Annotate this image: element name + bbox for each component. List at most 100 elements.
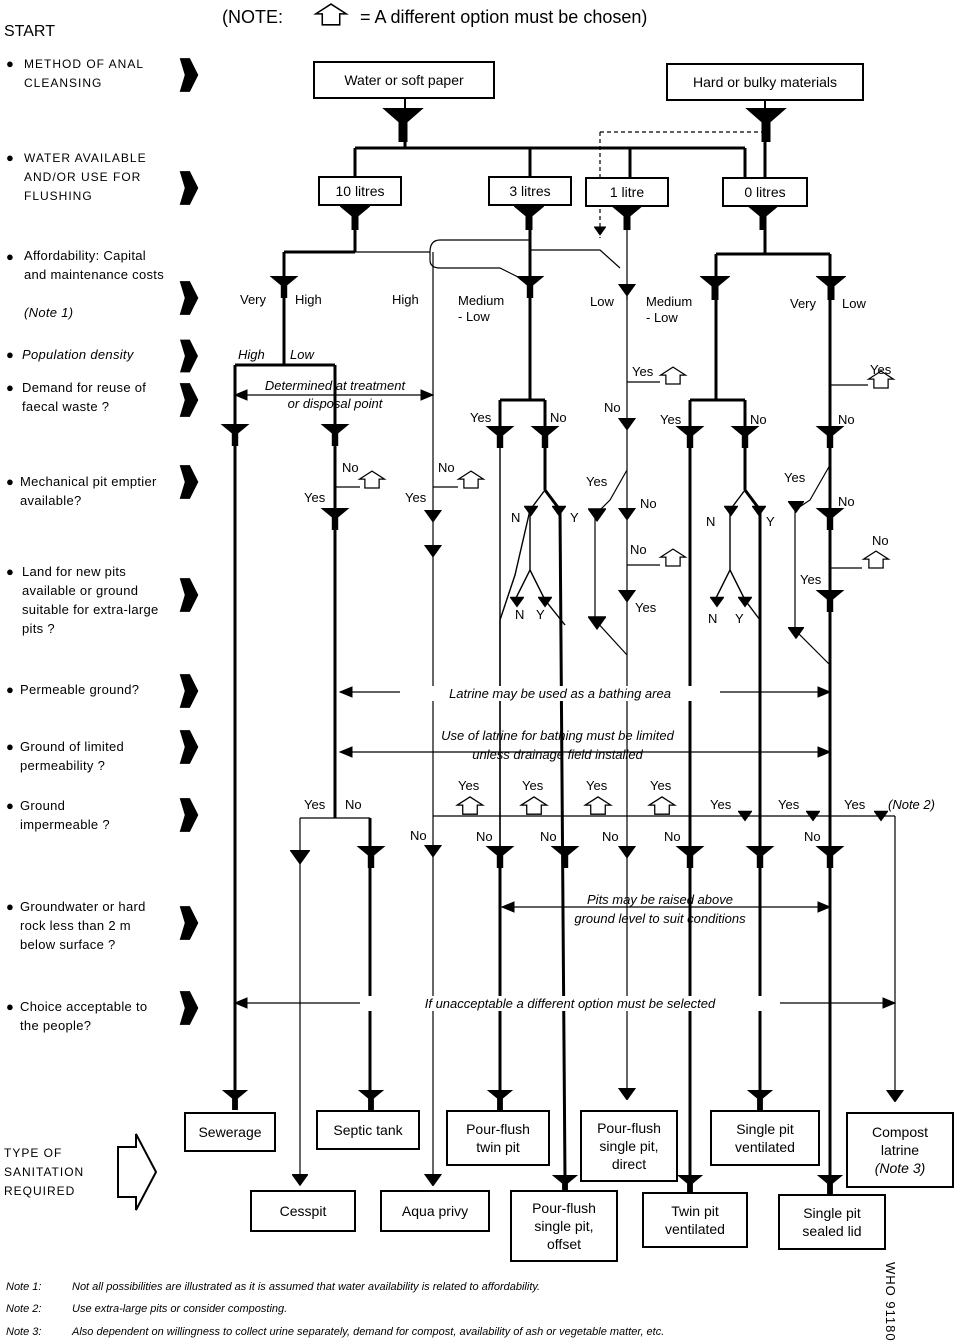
answer-no: No bbox=[550, 410, 567, 425]
footnote-text: Use extra-large pits or consider compost… bbox=[72, 1303, 288, 1315]
afford-medium-low-2: Medium - Low bbox=[646, 294, 693, 325]
answer-yes: Yes bbox=[778, 797, 800, 812]
criteria-arrows bbox=[179, 58, 199, 1025]
answer-yes: Yes bbox=[870, 362, 892, 377]
answer-n: N bbox=[515, 607, 525, 622]
footnote-text: Also dependent on willingness to collect… bbox=[72, 1326, 665, 1338]
answer-yes: Yes bbox=[632, 364, 654, 379]
bullet-icon: ● bbox=[6, 739, 14, 754]
answer-no: No bbox=[476, 829, 493, 844]
criterion-groundwater: Groundwater or hard rock less than 2 m b… bbox=[20, 899, 146, 952]
answer-yes: Yes bbox=[304, 490, 326, 505]
answer-yes: Yes bbox=[710, 797, 732, 812]
answer-yes: Yes bbox=[586, 474, 608, 489]
answer-no: No bbox=[602, 829, 619, 844]
answer-no: No bbox=[342, 460, 359, 475]
start-label: START bbox=[4, 23, 55, 40]
answer-no: No bbox=[640, 496, 657, 511]
bullet-icon: ● bbox=[6, 999, 14, 1014]
criterion-affordability: Affordability: Capital and maintenance c… bbox=[24, 248, 164, 282]
outcome-single-pit-sealed: Single pit sealed lid bbox=[778, 1194, 886, 1250]
outcome-twin-pit-ventilated: Twin pit ventilated bbox=[642, 1192, 748, 1248]
figure-code: WHO 91180 bbox=[883, 1262, 898, 1342]
criterion-permeable: Permeable ground? bbox=[20, 682, 140, 697]
bullet-icon: ● bbox=[6, 564, 14, 579]
answer-y: Y bbox=[766, 514, 775, 529]
outcome-cesspit: Cesspit bbox=[250, 1190, 356, 1232]
box-water-soft-paper: Water or soft paper bbox=[313, 61, 495, 99]
afford-low: Low bbox=[590, 294, 614, 309]
density-low: Low bbox=[290, 347, 314, 362]
answer-yes: Yes bbox=[405, 490, 427, 505]
answer-no: No bbox=[804, 829, 821, 844]
span-raised: Pits may be raised above ground level to… bbox=[574, 892, 746, 926]
span-treatment: Determined at treatment or disposal poin… bbox=[264, 378, 406, 411]
answer-no: No bbox=[604, 400, 621, 415]
note-2-ref: (Note 2) bbox=[888, 797, 935, 812]
bullet-icon: ● bbox=[6, 249, 14, 264]
answer-yes: Yes bbox=[458, 778, 480, 793]
outcome-compost-latrine: Compost latrine (Note 3) bbox=[846, 1112, 954, 1188]
answer-no: No bbox=[838, 412, 855, 427]
answer-no: No bbox=[750, 412, 767, 427]
box-10-litres: 10 litres bbox=[318, 176, 402, 206]
span-bathing: Latrine may be used as a bathing area bbox=[400, 686, 720, 701]
afford-very-2: Very bbox=[790, 296, 817, 311]
answer-y: Y bbox=[570, 510, 579, 525]
box-3-litres: 3 litres bbox=[488, 176, 572, 206]
afford-medium-low: Medium - Low bbox=[458, 293, 505, 324]
afford-very: Very bbox=[240, 292, 267, 307]
box-0-litres: 0 litres bbox=[722, 177, 808, 207]
outcome-sewerage: Sewerage bbox=[184, 1112, 276, 1152]
answer-yes: Yes bbox=[784, 470, 806, 485]
outcome-pour-flush-single-offset: Pour-flush single pit, offset bbox=[510, 1190, 618, 1262]
header-note-prefix: (NOTE: bbox=[222, 7, 283, 27]
answer-no: No bbox=[438, 460, 455, 475]
answer-no: No bbox=[345, 797, 362, 812]
criterion-affordability-note: (Note 1) bbox=[24, 305, 74, 320]
answer-no: No bbox=[540, 829, 557, 844]
answer-no: No bbox=[872, 533, 889, 548]
afford-low-2: Low bbox=[842, 296, 866, 311]
outcome-aqua-privy: Aqua privy bbox=[380, 1190, 490, 1232]
criterion-reuse: Demand for reuse of faecal waste ? bbox=[22, 380, 147, 414]
criterion-density: Population density bbox=[22, 347, 134, 362]
box-hard-materials: Hard or bulky materials bbox=[666, 63, 864, 101]
criterion-impermeable: Ground impermeable ? bbox=[20, 798, 110, 832]
answer-yes: Yes bbox=[304, 797, 326, 812]
answer-no: No bbox=[838, 494, 855, 509]
span-unacceptable: If unacceptable a different option must … bbox=[360, 996, 780, 1011]
answer-yes: Yes bbox=[800, 572, 822, 587]
span-limited: Use of latrine for bathing must be limit… bbox=[441, 728, 674, 762]
criterion-emptier: Mechanical pit emptier available? bbox=[20, 474, 157, 508]
answer-yes: Yes bbox=[650, 778, 672, 793]
bullet-icon: ● bbox=[6, 56, 14, 71]
type-label: TYPE OF SANITATION REQUIRED bbox=[4, 1146, 85, 1198]
criterion-limited: Ground of limited permeability ? bbox=[20, 739, 125, 773]
outcome-compost-note: (Note 3) bbox=[874, 1160, 926, 1176]
answer-no: No bbox=[664, 829, 681, 844]
bullet-icon: ● bbox=[6, 380, 14, 395]
answer-y: Y bbox=[735, 611, 744, 626]
criterion-land: Land for new pits available or ground su… bbox=[22, 564, 159, 636]
bullet-icon: ● bbox=[6, 347, 14, 362]
answer-yes: Yes bbox=[660, 412, 682, 427]
density-high: High bbox=[238, 347, 265, 362]
criterion-water: WATER AVAILABLE AND/OR USE FOR FLUSHING bbox=[24, 151, 147, 203]
bullet-icon: ● bbox=[6, 474, 14, 489]
answer-yes: Yes bbox=[586, 778, 608, 793]
footnote-key: Note 2: bbox=[6, 1303, 42, 1315]
header-note-text: = A different option must be chosen) bbox=[360, 7, 648, 27]
afford-high: High bbox=[295, 292, 322, 307]
bullet-icon: ● bbox=[6, 682, 14, 697]
bullet-icon: ● bbox=[6, 798, 14, 813]
answer-yes: Yes bbox=[635, 600, 657, 615]
answer-yes: Yes bbox=[470, 410, 492, 425]
answer-yes: Yes bbox=[522, 778, 544, 793]
answer-n: N bbox=[708, 611, 718, 626]
answer-yes: Yes bbox=[844, 797, 866, 812]
outcome-septic-tank: Septic tank bbox=[316, 1110, 420, 1150]
criterion-cleansing: METHOD OF ANAL CLEANSING bbox=[24, 57, 144, 90]
answer-n: N bbox=[706, 514, 716, 529]
outcome-pour-flush-single-direct: Pour-flush single pit, direct bbox=[580, 1110, 678, 1182]
